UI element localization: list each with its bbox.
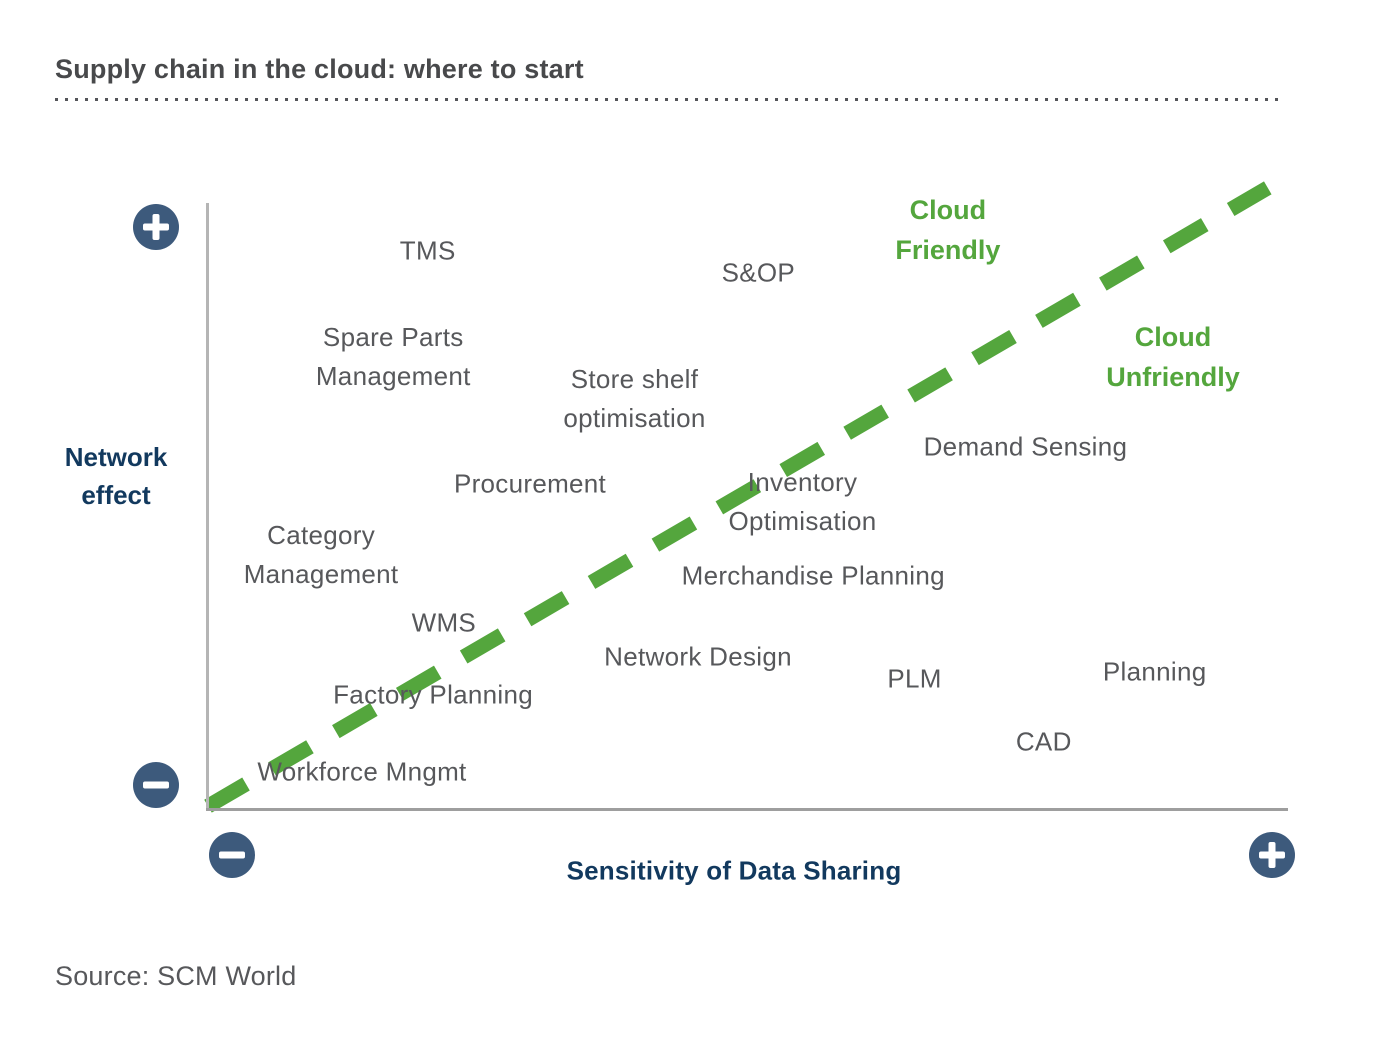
y-axis-line — [206, 203, 209, 808]
x-axis-label: Sensitivity of Data Sharing — [566, 855, 902, 886]
x-axis-line — [206, 808, 1288, 811]
chart-point-label: Workforce Mngmt — [257, 756, 467, 787]
chart-point-label: Spare Parts Management — [315, 322, 471, 392]
chart-point-label: Category Management — [243, 520, 399, 590]
y-axis-label: Network effect — [64, 442, 168, 510]
minus-icon — [209, 832, 255, 878]
minus-icon — [133, 762, 179, 808]
chart-point-label: CAD — [1015, 726, 1072, 757]
zone-label: Cloud Friendly — [895, 195, 1001, 266]
chart-point-label: Demand Sensing — [923, 431, 1128, 462]
title-divider — [55, 98, 1285, 101]
chart-point-label: Inventory Optimisation — [728, 466, 877, 536]
chart-point-label: Store shelf optimisation — [563, 364, 706, 434]
page-title: Supply chain in the cloud: where to star… — [55, 54, 584, 85]
chart-point-label: PLM — [887, 663, 942, 694]
plus-icon — [1249, 832, 1295, 878]
chart-point-label: Planning — [1102, 656, 1207, 687]
chart-point-label: Merchandise Planning — [681, 560, 945, 591]
chart-point-label: S&OP — [721, 257, 796, 288]
source-note: Source: SCM World — [55, 961, 297, 991]
chart-point-label: WMS — [411, 607, 477, 638]
chart-point-label: Factory Planning — [333, 679, 534, 710]
cloud-divider-dashed-line — [204, 181, 1272, 813]
chart-point-label: Network Design — [604, 641, 792, 672]
plus-icon — [133, 204, 179, 250]
chart-point-label: TMS — [399, 235, 456, 266]
zone-label: Cloud Unfriendly — [1106, 321, 1240, 392]
chart-point-label: Procurement — [453, 468, 607, 499]
